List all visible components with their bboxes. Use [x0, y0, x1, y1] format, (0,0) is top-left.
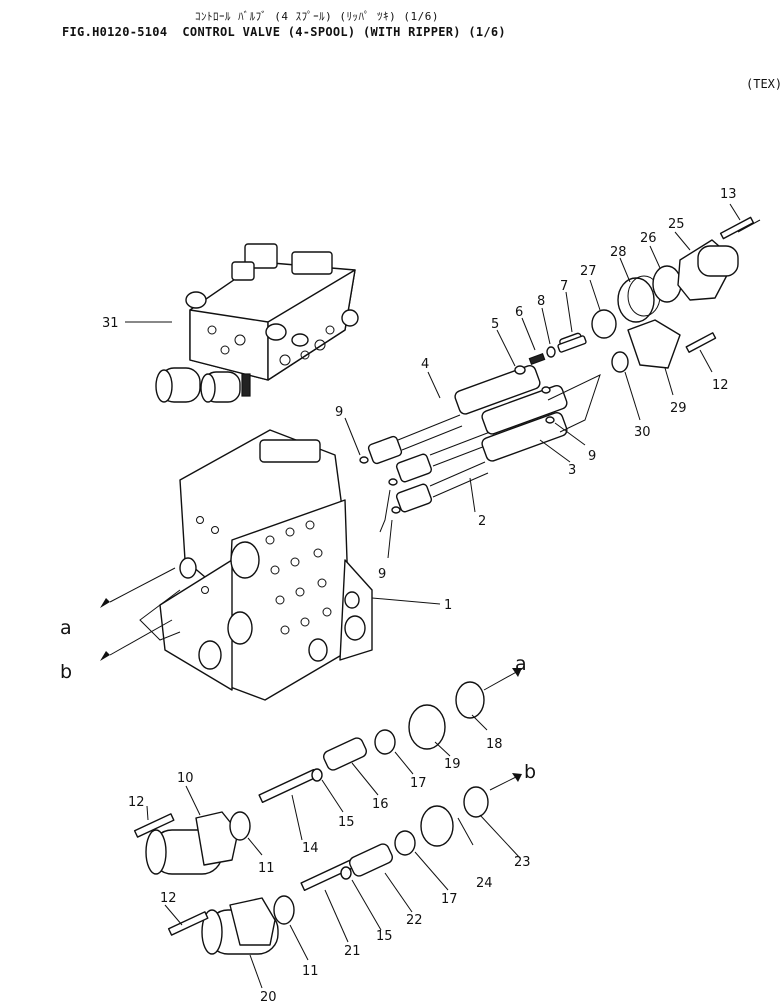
ref-label-b: b: [524, 761, 536, 783]
callout-11: 11: [258, 861, 275, 876]
callout-6: 6: [515, 305, 523, 320]
callout-24: 24: [476, 876, 493, 891]
lower-cap-drawings: [133, 681, 489, 955]
callout-23: 23: [514, 855, 531, 870]
callout-31: 31: [102, 316, 119, 331]
callout-9: 9: [378, 567, 386, 582]
callout-12: 12: [128, 795, 145, 810]
callout-2: 2: [478, 514, 486, 529]
callout-27: 27: [580, 264, 597, 279]
callout-28: 28: [610, 245, 627, 260]
ref-label-a: a: [60, 617, 72, 639]
callout-8: 8: [537, 294, 545, 309]
callout-18: 18: [486, 737, 503, 752]
figure-title-japanese: ｺﾝﾄﾛｰﾙ ﾊﾞﾙﾌﾞ (4 ｽﾌﾟｰﾙ) (ﾘｯﾊﾟ ﾂｷ) (1/6): [195, 10, 439, 23]
callout-7: 7: [560, 279, 568, 294]
callout-13: 13: [720, 187, 737, 202]
callout-29: 29: [670, 401, 687, 416]
callout-5: 5: [491, 317, 499, 332]
callout-14: 14: [302, 841, 319, 856]
ref-label-b: b: [60, 661, 72, 683]
leader-lines: [109, 203, 741, 989]
callout-9: 9: [588, 449, 596, 464]
callout-12: 12: [712, 378, 729, 393]
spool-drawings: [367, 365, 568, 513]
callout-12: 12: [160, 891, 177, 906]
callout-11: 11: [302, 964, 319, 979]
callout-1: 1: [444, 598, 452, 613]
callout-26: 26: [640, 231, 657, 246]
callout-17: 17: [441, 892, 458, 907]
callout-15: 15: [338, 815, 355, 830]
callout-9: 9: [335, 405, 343, 420]
callout-4: 4: [421, 357, 429, 372]
callout-15: 15: [376, 929, 393, 944]
callout-labels: 31 1 2 3 4 5 6 8 7 27 28 26 25 13 12 29 …: [60, 187, 737, 1004]
valve-body-drawing: [159, 429, 373, 701]
callout-17: 17: [410, 776, 427, 791]
callout-10: 10: [177, 771, 194, 786]
ref-label-a: a: [515, 653, 527, 675]
callout-22: 22: [406, 913, 423, 928]
model-note: (TEX): [746, 77, 783, 91]
callout-19: 19: [444, 757, 461, 772]
callout-20: 20: [260, 990, 277, 1004]
figure-title: FIG.H0120-5104 CONTROL VALVE (4-SPOOL) (…: [62, 25, 506, 39]
callout-25: 25: [668, 217, 685, 232]
callout-21: 21: [344, 944, 361, 959]
callout-30: 30: [634, 425, 651, 440]
callout-16: 16: [372, 797, 389, 812]
assembled-valve-drawing: [155, 243, 359, 403]
upper-cap-drawings: [557, 216, 761, 373]
callout-3: 3: [568, 463, 576, 478]
arrowheads: [100, 598, 522, 782]
